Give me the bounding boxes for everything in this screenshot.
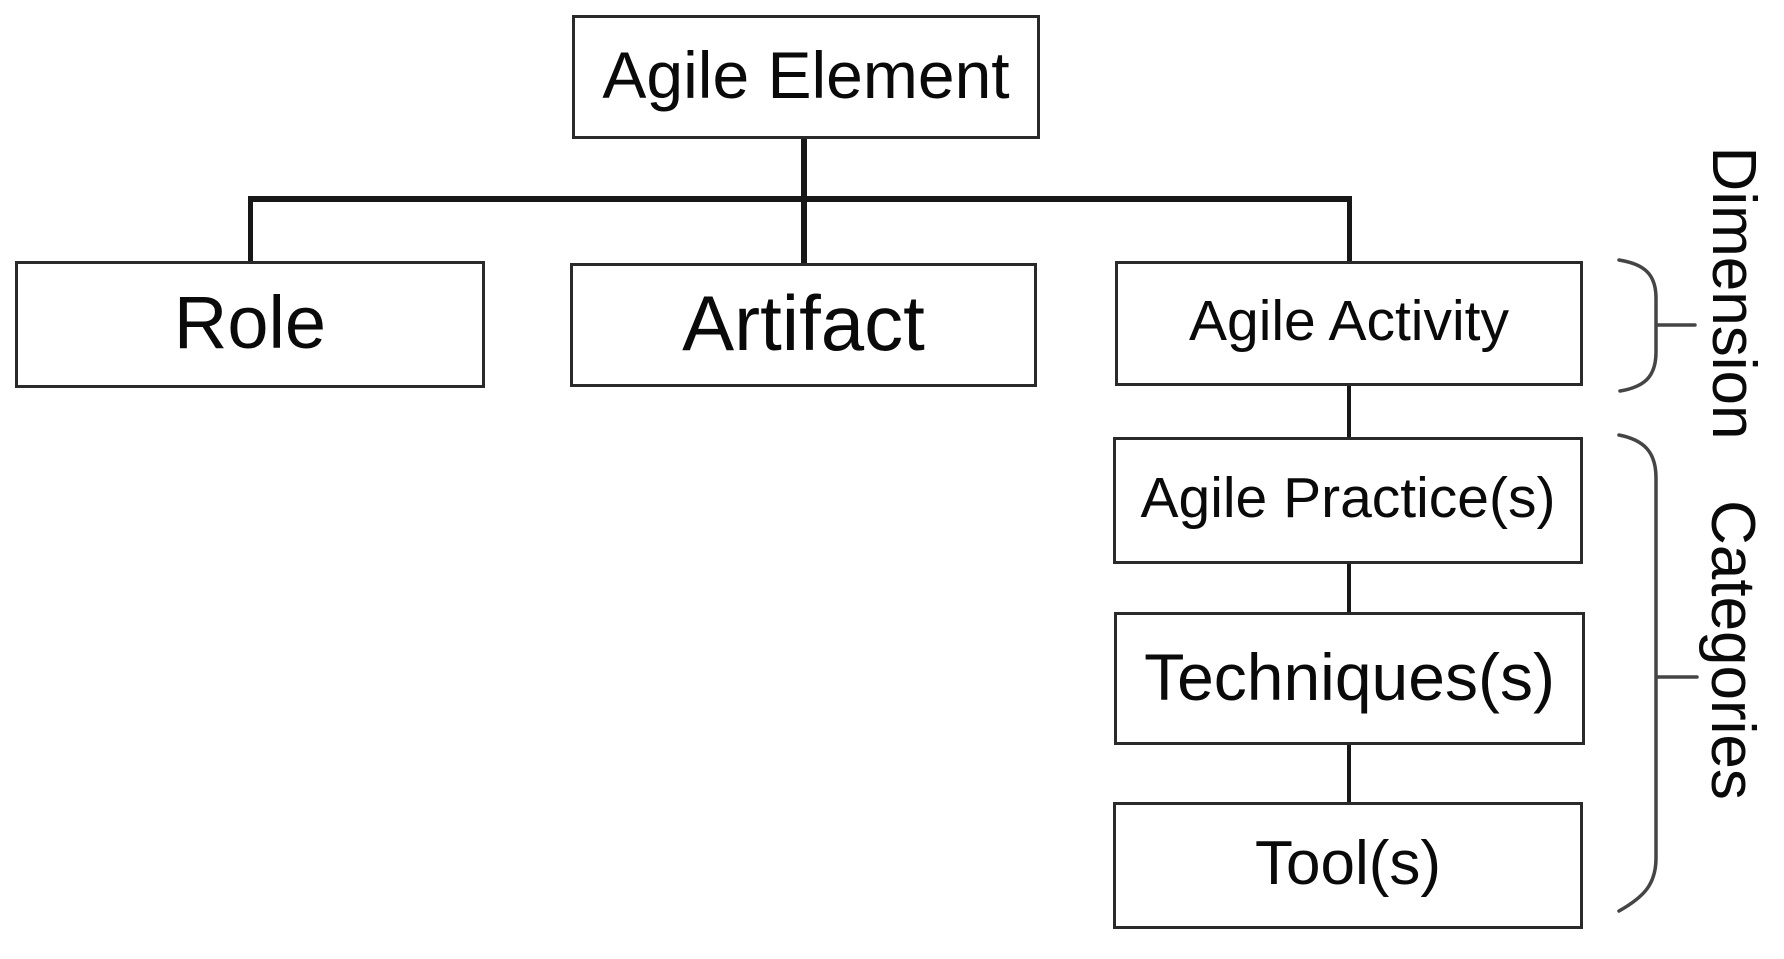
node-agile-practices: Agile Practice(s) xyxy=(1113,437,1583,564)
node-agile-practices-label: Agile Practice(s) xyxy=(1140,466,1556,530)
node-agile-element-label: Agile Element xyxy=(602,38,1010,112)
node-techniques-label: Techniques(s) xyxy=(1144,639,1555,714)
connector-agile-activity-drop xyxy=(1347,196,1352,264)
dimension-side-label: Dimension xyxy=(1699,146,1768,440)
categories-brace xyxy=(1617,433,1699,913)
node-role: Role xyxy=(15,261,485,388)
node-artifact-label: Artifact xyxy=(682,279,925,367)
connector-practice-to-technique xyxy=(1347,561,1351,615)
node-role-label: Role xyxy=(173,280,327,364)
node-agile-element: Agile Element xyxy=(572,15,1040,139)
node-artifact: Artifact xyxy=(570,263,1037,387)
node-techniques: Techniques(s) xyxy=(1114,612,1585,745)
node-tools-label: Tool(s) xyxy=(1254,828,1442,898)
categories-side-label: Categories xyxy=(1698,500,1767,800)
dimension-brace xyxy=(1617,258,1697,393)
connector-technique-to-tool xyxy=(1347,742,1351,805)
connector-activity-to-practice xyxy=(1347,384,1351,440)
connector-role-drop xyxy=(248,196,253,264)
node-agile-activity-label: Agile Activity xyxy=(1189,289,1509,353)
node-tools: Tool(s) xyxy=(1113,802,1583,929)
connector-horizontal-bar xyxy=(248,196,1352,202)
node-agile-activity: Agile Activity xyxy=(1115,261,1583,386)
